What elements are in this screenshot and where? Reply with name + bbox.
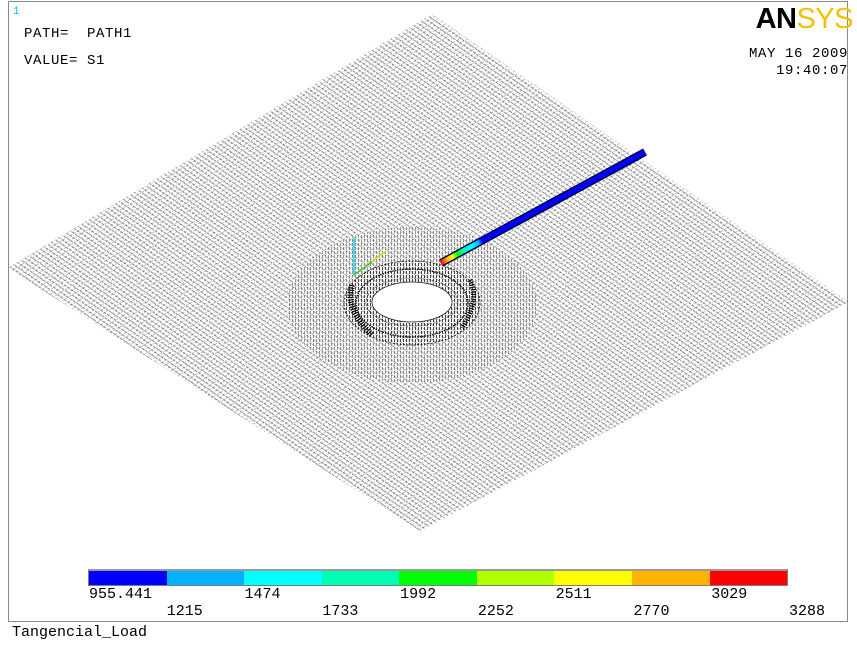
graphics-window-frame [8,1,848,622]
legend-level-label: 3288 [789,603,826,620]
logo-sys: SYS [796,3,853,35]
window-number: 1 [13,6,20,18]
logo-an: AN [755,3,797,35]
legend-level-label: 3029 [711,586,748,603]
plot-date: MAY 16 2009 [748,46,848,62]
plot-time: 19:40:07 [775,63,848,79]
legend-segment [166,571,245,585]
legend-level-label: 1733 [322,603,359,620]
path-label: PATH= PATH1 [24,26,133,42]
legend-segment [399,571,477,585]
plot-title: Tangencial_Load [12,624,148,641]
value-label: VALUE= S1 [24,53,106,69]
contour-legend-bar [88,569,788,586]
legend-segment [476,571,555,585]
ansys-logo: ANSYS [755,3,854,35]
legend-segment [554,571,632,585]
legend-level-label: 2511 [555,586,592,603]
legend-segment [244,571,322,585]
mesh-plot [8,14,849,531]
legend-level-label: 955.441 [89,586,153,603]
legend-level-label: 2770 [633,603,670,620]
legend-segment [89,571,167,585]
legend-level-label: 1215 [166,603,203,620]
legend-segment [709,571,788,585]
hole [365,277,459,327]
legend-level-label: 1474 [244,586,281,603]
legend-level-label: 1992 [400,586,437,603]
legend-segment [321,571,400,585]
coordinate-triad-icon [353,238,387,276]
path-result-ribbon [439,148,647,267]
legend-level-label: 2252 [477,603,514,620]
legend-segment [631,571,710,585]
